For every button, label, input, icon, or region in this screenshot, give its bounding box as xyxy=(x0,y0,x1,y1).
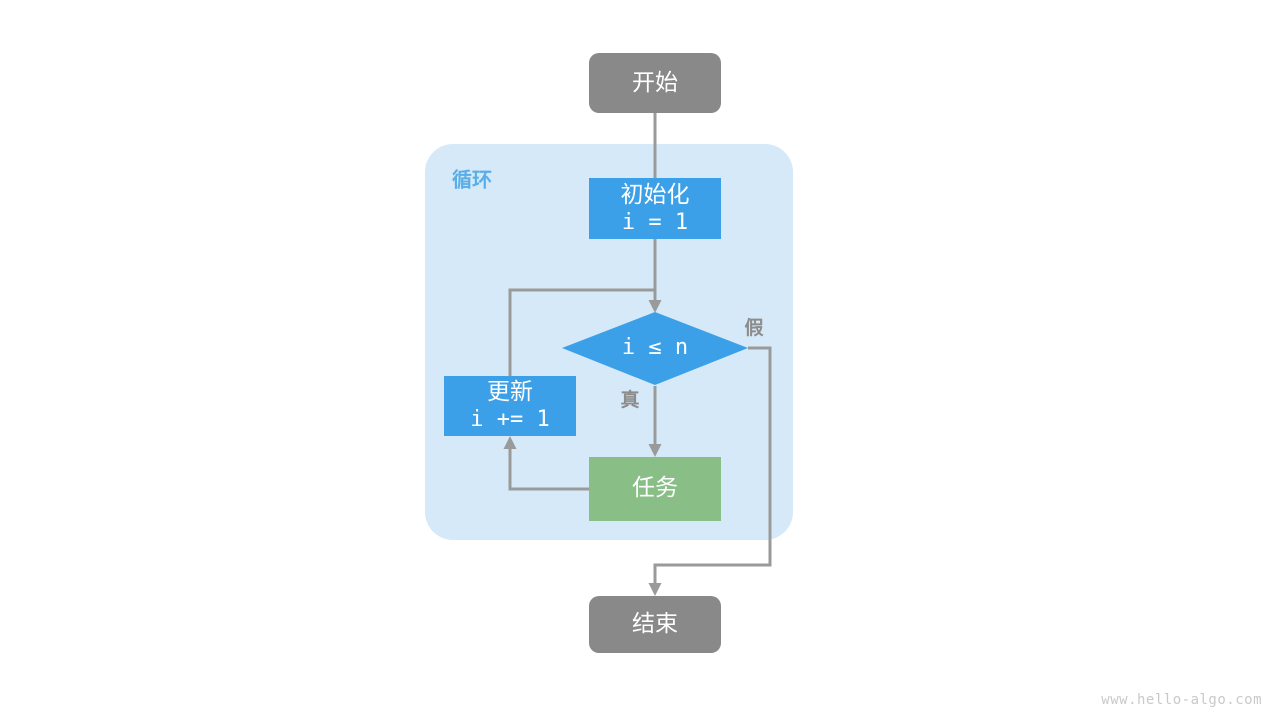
edge-task-to-update xyxy=(503,436,589,491)
edge-condition-to-end xyxy=(648,346,772,596)
node-end[interactable]: 结束 xyxy=(589,596,721,653)
edge-init-to-condition xyxy=(648,239,662,313)
node-init-label-line1: 初始化 xyxy=(621,181,690,207)
node-end-label: 结束 xyxy=(632,610,678,636)
node-condition-label: i ≤ n xyxy=(622,335,688,360)
edge-update-to-condition xyxy=(508,288,655,376)
edge-condition-to-task xyxy=(648,386,662,457)
edge-label-false: 假 xyxy=(744,316,763,339)
edge-label-true: 真 xyxy=(620,388,639,411)
node-update-label-line1: 更新 xyxy=(487,378,533,404)
node-init[interactable]: 初始化 i = 1 xyxy=(589,178,721,239)
node-update[interactable]: 更新 i += 1 xyxy=(444,376,576,436)
node-task[interactable]: 任务 xyxy=(589,457,721,521)
node-init-label-line2: i = 1 xyxy=(622,210,688,235)
node-update-label-line2: i += 1 xyxy=(470,407,549,432)
node-start[interactable]: 开始 xyxy=(589,53,721,113)
node-task-label: 任务 xyxy=(632,474,678,500)
site-watermark: www.hello-algo.com xyxy=(1101,692,1262,708)
loop-group-label: 循环 xyxy=(452,167,492,191)
node-condition[interactable]: i ≤ n xyxy=(562,312,748,385)
node-start-label: 开始 xyxy=(632,69,678,95)
